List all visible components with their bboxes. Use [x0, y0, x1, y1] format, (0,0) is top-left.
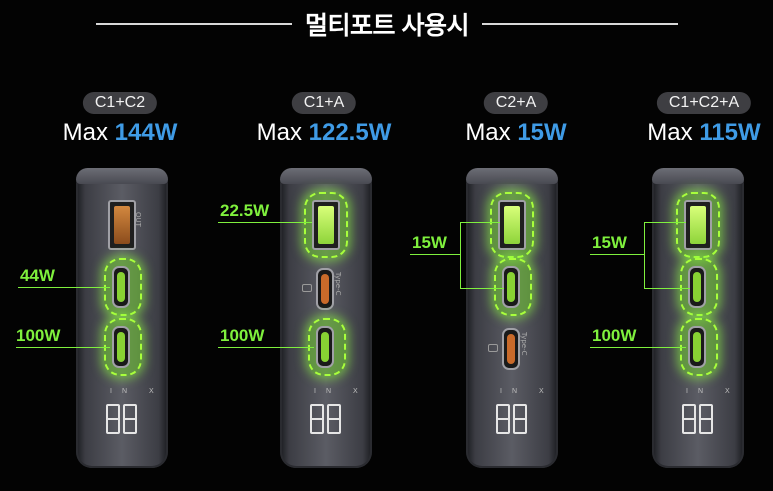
max-output: Max 15W: [436, 119, 596, 147]
mode-badge: C1+C2+A: [656, 92, 752, 114]
pointer-line: [218, 347, 314, 348]
watt-label-100w: 100W: [220, 326, 265, 345]
watt-label-15w: 15W: [592, 233, 627, 252]
usb-c2-port: [688, 326, 706, 368]
pointer-line: [16, 347, 110, 348]
usb-a-port: [498, 200, 526, 250]
pointer-line: [460, 222, 500, 223]
usb-c-label: Type-C: [334, 272, 342, 296]
usb-c1-port: [316, 268, 334, 310]
combo-c1-c2-a-header: C1+C2+A Max 115W: [624, 92, 773, 162]
mode-badge: C2+A: [483, 92, 549, 114]
pointer-bracket: [644, 222, 645, 288]
display-caption: IN X: [110, 388, 164, 395]
combo-c1-a-header: C1+A Max 122.5W: [244, 92, 404, 162]
device-top: [280, 168, 372, 184]
usb-c1-port: [112, 266, 130, 308]
usb-a-label: OUT: [134, 212, 142, 227]
max-output: Max 144W: [40, 119, 200, 147]
pointer-line: [218, 222, 312, 223]
pointer-line: [410, 254, 460, 255]
usb-a-port: [312, 200, 340, 250]
device-top: [76, 168, 168, 184]
power-bank-c1-a: Type-C IN X: [280, 168, 372, 468]
port-icon: [302, 284, 312, 292]
usb-c1-port: [688, 266, 706, 308]
pointer-line: [18, 287, 110, 288]
max-value: 122.5W: [308, 119, 392, 146]
watt-label-15w: 15W: [412, 233, 447, 252]
power-bank-c1-c2-a: IN X: [652, 168, 744, 468]
pointer-line: [460, 288, 504, 289]
device-top: [466, 168, 558, 184]
led-display: [682, 404, 714, 434]
max-output: Max 115W: [624, 119, 773, 147]
max-prefix: Max: [62, 119, 108, 146]
pointer-bracket: [460, 222, 461, 288]
combo-c1-c2-header: C1+C2 Max 144W: [40, 92, 200, 162]
title-row: 멀티포트 사용시: [0, 6, 773, 40]
power-bank-c1-c2: OUT IN X: [76, 168, 168, 468]
combo-c2-a-header: C2+A Max 15W: [436, 92, 596, 162]
port-icon: [488, 344, 498, 352]
display-caption: IN X: [500, 388, 554, 395]
usb-c1-port: [502, 266, 520, 308]
max-value: 115W: [699, 119, 761, 146]
mode-badge: C1+C2: [82, 92, 158, 114]
pointer-line: [644, 222, 686, 223]
led-display: [310, 404, 342, 434]
max-prefix: Max: [465, 119, 511, 146]
max-value: 144W: [114, 119, 178, 146]
usb-c2-port: [112, 326, 130, 368]
display-caption: IN X: [686, 388, 740, 395]
title-divider-right: [482, 23, 678, 25]
title-divider-left: [96, 23, 292, 25]
max-value: 15W: [517, 119, 567, 146]
watt-label-22-5w: 22.5W: [220, 201, 270, 220]
page-title: 멀티포트 사용시: [305, 12, 469, 40]
watt-label-100w: 100W: [16, 326, 61, 345]
max-prefix: Max: [647, 119, 693, 146]
max-prefix: Max: [256, 119, 302, 146]
watt-label-44w: 44W: [20, 266, 55, 285]
usb-a-port: [684, 200, 712, 250]
display-caption: IN X: [314, 388, 368, 395]
led-display: [106, 404, 138, 434]
max-output: Max 122.5W: [244, 119, 404, 147]
usb-c2-port: [502, 328, 520, 370]
usb-a-port: [108, 200, 136, 250]
device-top: [652, 168, 744, 184]
pointer-line: [590, 254, 644, 255]
usb-c2-port: [316, 326, 334, 368]
led-display: [496, 404, 528, 434]
watt-label-100w: 100W: [592, 326, 637, 345]
pointer-line: [644, 288, 690, 289]
power-bank-c2-a: Type-C IN X: [466, 168, 558, 468]
mode-badge: C1+A: [291, 92, 357, 114]
pointer-line: [590, 347, 686, 348]
usb-c-label: Type-C: [520, 332, 528, 356]
